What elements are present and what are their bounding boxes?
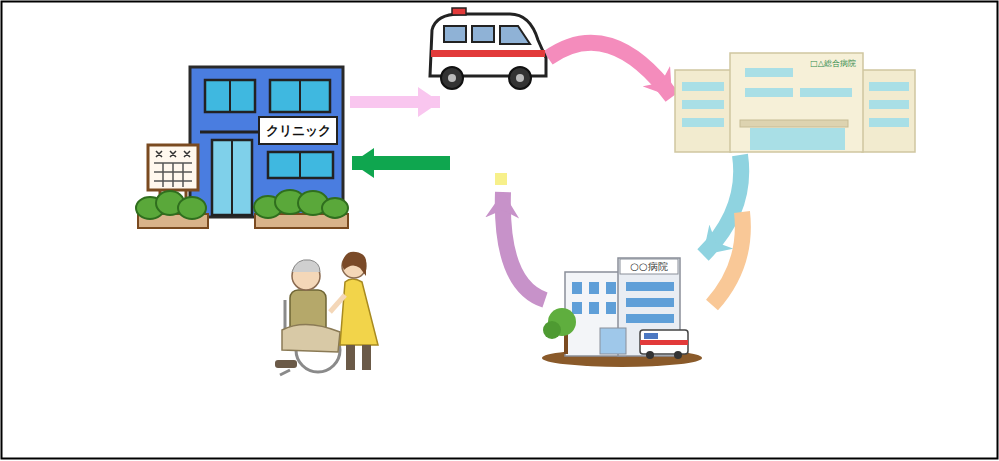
marker-square — [495, 173, 507, 185]
node-label: クリニック — [259, 117, 337, 144]
node-label: ○○病院 — [620, 259, 678, 274]
flow-arrow-segment — [548, 43, 672, 97]
flow-arrow — [350, 43, 672, 102]
care-scene — [275, 252, 378, 375]
flow-arrow-segment — [350, 96, 440, 108]
flow-arc — [712, 212, 743, 305]
clinic-node: クリニック — [135, 62, 350, 230]
general-hospital — [675, 53, 915, 152]
flow-arrow-segment — [503, 192, 545, 300]
hospital — [542, 258, 702, 367]
node-label: □△総合病院 — [806, 57, 860, 72]
general-hospital-node: □△総合病院 — [672, 52, 917, 155]
flow-arrow — [352, 163, 545, 300]
hospital-node: ○○病院 — [545, 255, 705, 370]
ambulance — [430, 8, 546, 89]
flow-arrow-segment — [352, 156, 450, 170]
clinic-building — [136, 67, 348, 228]
